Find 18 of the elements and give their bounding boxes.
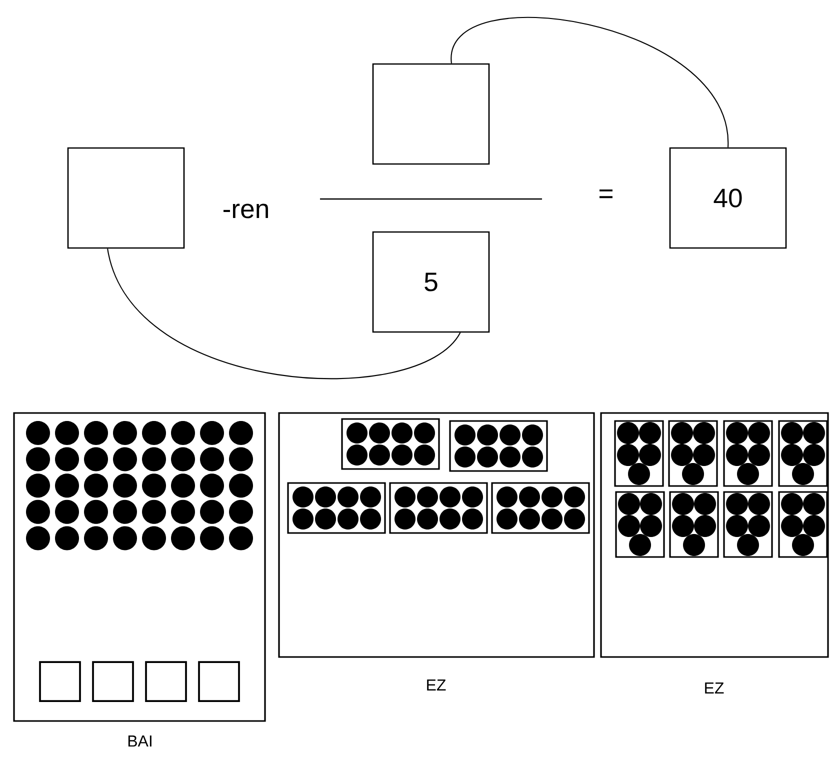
answer-box	[372, 63, 490, 165]
answer-box	[39, 661, 81, 702]
node-label: EZ	[427, 680, 446, 691]
answer-box	[92, 661, 134, 702]
connector-curve	[107, 248, 461, 379]
answer-box	[198, 661, 240, 702]
node-label: EZ	[705, 682, 724, 694]
node-label: BAI	[128, 736, 152, 747]
number-box: 40	[669, 147, 787, 249]
number-box: 5	[372, 231, 490, 333]
panel: EZ	[278, 412, 595, 691]
panel: BAI	[13, 412, 266, 747]
panel: EZ	[600, 412, 829, 694]
text-label: =	[600, 189, 612, 198]
answer-box	[145, 661, 187, 702]
connector-curve	[450, 17, 729, 148]
text-label: -ren	[223, 204, 268, 218]
answer-box	[67, 147, 185, 249]
